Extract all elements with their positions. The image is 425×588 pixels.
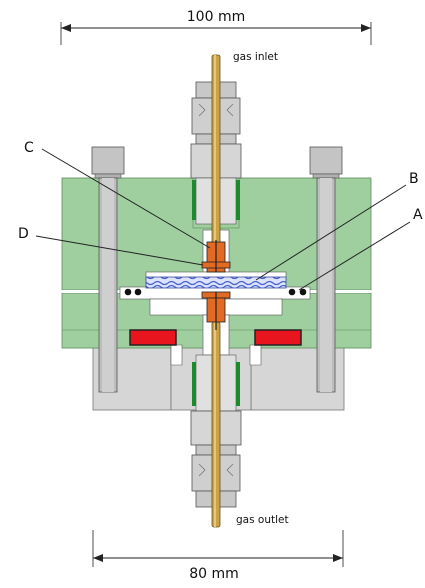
inlet-tube (211, 54, 221, 266)
right-bolt (309, 146, 343, 393)
o-rings (124, 288, 307, 296)
outlet-tube (211, 321, 221, 528)
lower-electrode (201, 291, 231, 330)
label-c: C (24, 140, 34, 156)
gas-outlet-label: gas outlet (236, 514, 289, 526)
upper-electrode (201, 240, 231, 273)
left-bolt (91, 146, 125, 393)
top-dimension-label: 100 mm (187, 9, 245, 25)
label-b: B (409, 171, 419, 187)
label-d: D (18, 226, 29, 242)
red-seals (129, 329, 302, 346)
membrane (145, 276, 287, 289)
leader-lines (35, 148, 411, 291)
gas-inlet-label: gas inlet (233, 51, 278, 63)
bottom-dimension-label: 80 mm (189, 566, 239, 582)
top-dimension: 100 mm (60, 9, 372, 45)
bottom-dimension: 80 mm (92, 530, 344, 582)
label-a: A (413, 207, 423, 223)
